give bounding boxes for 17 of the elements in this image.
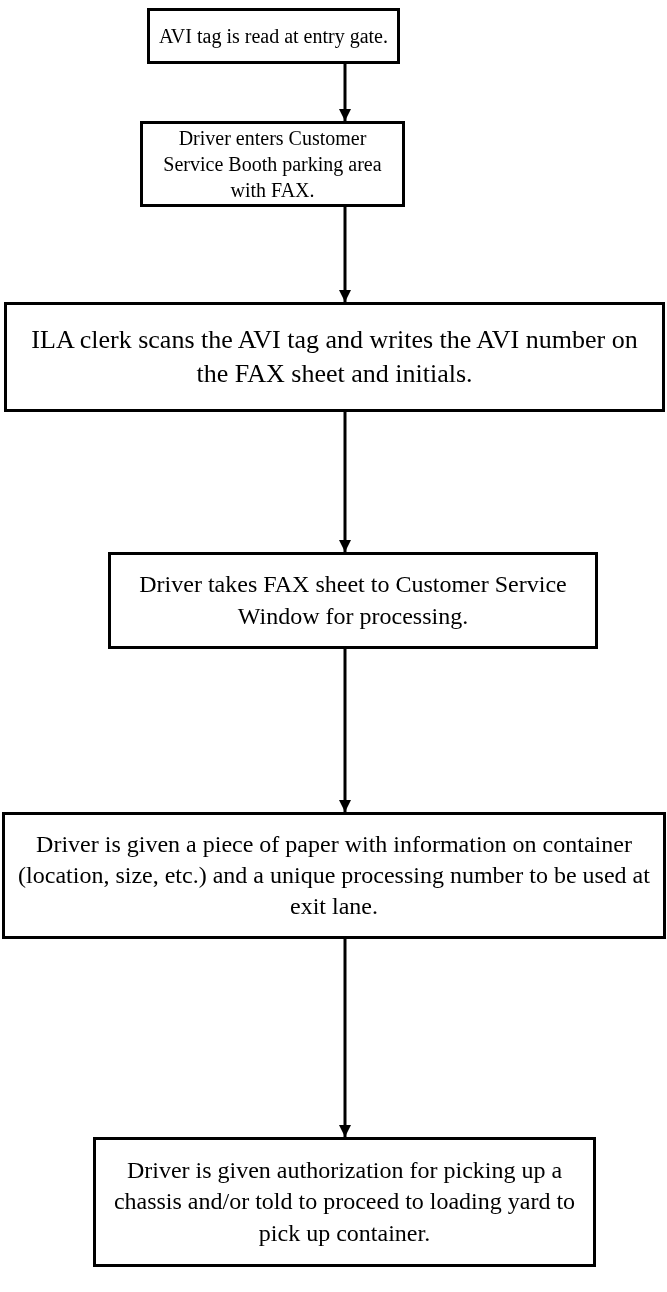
process-box <box>147 8 400 64</box>
arrow <box>339 649 351 812</box>
arrow <box>339 207 351 302</box>
step-text: Driver enters Customer Service Booth parking area with FAX. <box>162 126 383 203</box>
arrow <box>339 412 351 552</box>
process-box <box>4 302 665 412</box>
arrow <box>339 64 351 121</box>
process-box <box>108 552 598 649</box>
step-text: AVI tag is read at entry gate. <box>159 24 388 49</box>
arrow <box>339 939 351 1137</box>
process-box <box>140 121 405 207</box>
process-box <box>93 1137 596 1267</box>
step-text: Driver is given a piece of paper with information on container (location, size, etc.) and a unique processing number to be used at exit lane. <box>17 829 651 922</box>
step-text: Driver is given authorization for picking up a chassis and/or told to proceed to loading yard to pick up container. <box>112 1156 577 1248</box>
step-text: ILA clerk scans the AVI tag and writes the AVI number on the FAX sheet and initials. <box>30 324 639 390</box>
process-box <box>2 812 666 939</box>
step-text: Driver takes FAX sheet to Customer Service Window for processing. <box>138 570 568 631</box>
